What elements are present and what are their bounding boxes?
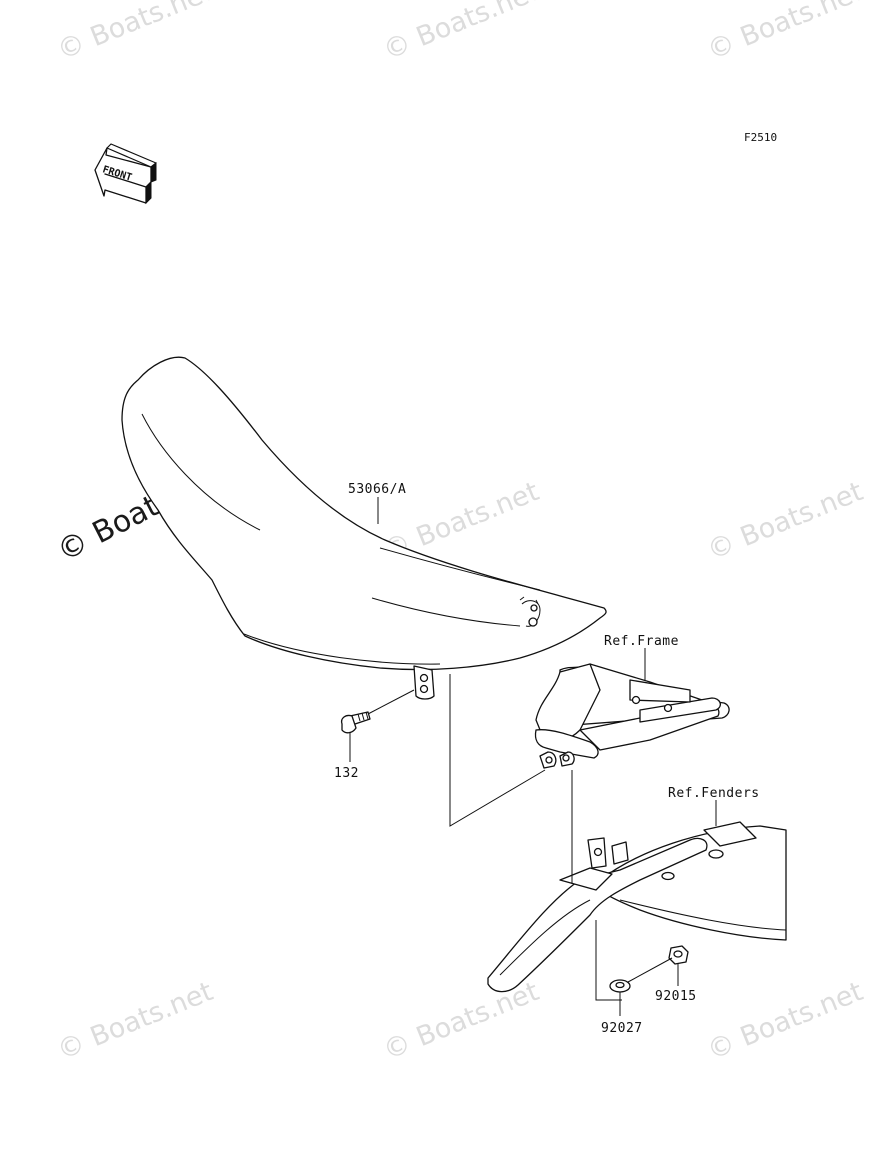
part-label-92015: 92015 xyxy=(655,989,697,1004)
watermark-copyright-icon: © xyxy=(703,28,740,67)
frame-part xyxy=(534,663,730,769)
svg-text:© Boats.net: © Boats.net xyxy=(53,976,217,1066)
ref-label-fenders: Ref.Fenders xyxy=(668,786,760,801)
svg-text:© Boats.net: © Boats.net xyxy=(379,0,543,66)
watermark: © Boats.net xyxy=(379,0,543,66)
watermark-copyright-icon: © xyxy=(52,524,95,569)
washer-92027-part xyxy=(609,979,631,993)
watermark-copyright-icon: © xyxy=(703,528,740,567)
part-label-132: 132 xyxy=(334,766,359,781)
svg-text:© Boats.net: © Boats.net xyxy=(379,976,543,1066)
watermark-copyright-icon: © xyxy=(703,1028,740,1067)
svg-text:© Boats.net: © Boats.net xyxy=(703,0,867,66)
svg-text:© Boats.net: © Boats.net xyxy=(703,976,867,1066)
part-label-53066a: 53066/A xyxy=(348,482,406,497)
svg-text:© Boats.net: © Boats.net xyxy=(703,476,867,566)
watermark: © Boats.net xyxy=(703,476,867,566)
seat-part xyxy=(121,356,607,671)
watermark: © Boats.net xyxy=(53,0,217,66)
watermark: © Boats.net xyxy=(703,0,867,66)
nut-92015-part xyxy=(668,945,689,965)
watermark-copyright-icon: © xyxy=(379,28,416,67)
diagram-code: F2510 xyxy=(744,131,777,144)
ref-label-frame: Ref.Frame xyxy=(604,634,679,649)
watermark: © Boats.net xyxy=(703,976,867,1066)
watermark-copyright-icon: © xyxy=(53,28,90,67)
watermark-copyright-icon: © xyxy=(53,1028,90,1067)
front-label: FRONT xyxy=(101,164,133,183)
part-label-92027: 92027 xyxy=(601,1021,643,1036)
watermark: © Boats.net xyxy=(53,976,217,1066)
watermark-copyright-icon: © xyxy=(379,1028,416,1067)
front-arrow-icon: FRONT xyxy=(94,143,157,205)
svg-text:© Boats.net: © Boats.net xyxy=(53,0,217,66)
fender-part xyxy=(487,821,787,993)
leader-lines xyxy=(349,497,717,1016)
seat-mounting-tab xyxy=(413,665,435,700)
watermark: © Boats.net xyxy=(379,976,543,1066)
bolt-132-part xyxy=(340,711,371,734)
